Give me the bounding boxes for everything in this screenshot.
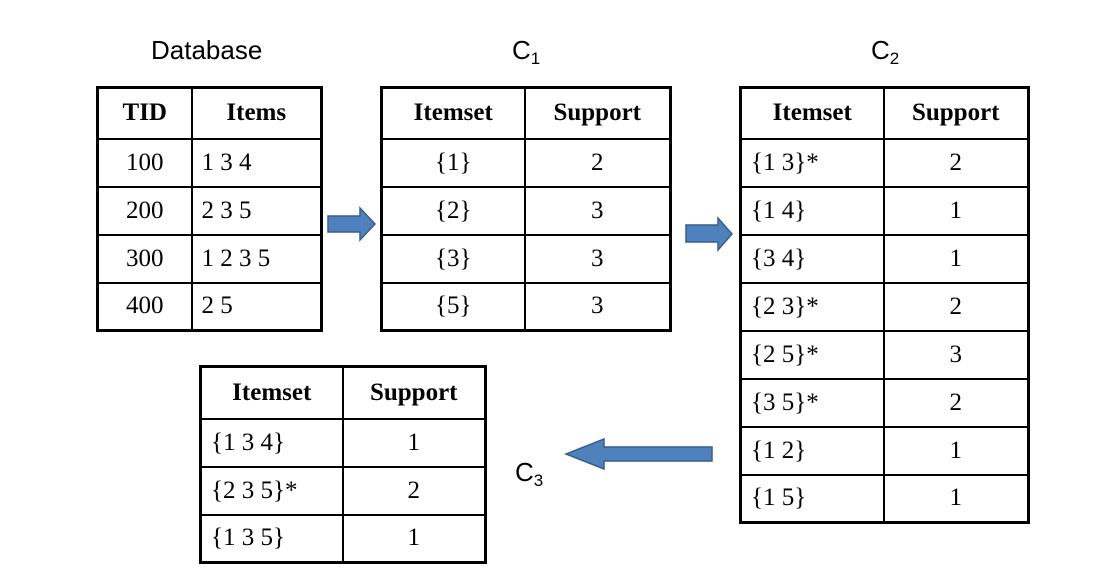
- itemset-cell: {1 2}: [739, 425, 885, 476]
- table-header-row: Itemset Support: [380, 86, 672, 140]
- items-cell: 1 3 4: [190, 137, 323, 188]
- itemset-cell: {5}: [380, 281, 526, 332]
- arrow-right-icon: [327, 206, 377, 242]
- table-row: {1 3 5} 1: [199, 513, 487, 564]
- support-cell: 3: [523, 281, 672, 332]
- table-row: {3 4} 1: [739, 233, 1030, 284]
- itemset-cell: {1 5}: [739, 473, 885, 524]
- support-cell: 3: [882, 329, 1030, 380]
- database-table: TID Items 100 1 3 4 200 2 3 5 300 1 2 3 …: [96, 86, 323, 332]
- support-cell: 2: [341, 465, 487, 516]
- column-header-items: Items: [190, 86, 323, 140]
- table-row: {1} 2: [380, 137, 672, 188]
- itemset-cell: {2 3 5}*: [199, 465, 344, 516]
- tid-cell: 400: [96, 281, 193, 332]
- table-row: {3} 3: [380, 233, 672, 284]
- column-header-support: Support: [341, 365, 487, 420]
- itemset-cell: {3 4}: [739, 233, 885, 284]
- support-cell: 2: [882, 137, 1030, 188]
- itemset-cell: {2}: [380, 185, 526, 236]
- c3-table: Itemset Support {1 3 4} 1 {2 3 5}* 2 {1 …: [199, 365, 487, 564]
- column-header-tid: TID: [96, 86, 193, 140]
- itemset-cell: {3}: [380, 233, 526, 284]
- itemset-cell: {1 3 4}: [199, 417, 344, 468]
- table-row: {1 5} 1: [739, 473, 1030, 524]
- support-cell: 1: [882, 473, 1030, 524]
- column-header-itemset: Itemset: [380, 86, 526, 140]
- table-row: {2} 3: [380, 185, 672, 236]
- table-row: {2 5}* 3: [739, 329, 1030, 380]
- c1-caption: C1: [512, 37, 540, 67]
- table-row: {2 3}* 2: [739, 281, 1030, 332]
- c3-caption-sub: 3: [533, 471, 544, 490]
- table-row: {5} 3: [380, 281, 672, 332]
- arrow-left-icon: [563, 437, 713, 471]
- column-header-support: Support: [523, 86, 672, 140]
- tid-cell: 300: [96, 233, 193, 284]
- table-row: 300 1 2 3 5: [96, 233, 323, 284]
- database-caption: Database: [151, 35, 263, 65]
- support-cell: 3: [523, 185, 672, 236]
- c1-caption-sub: 1: [530, 49, 541, 68]
- c2-caption: C2: [871, 37, 899, 67]
- tid-cell: 200: [96, 185, 193, 236]
- support-cell: 2: [523, 137, 672, 188]
- table-header-row: Itemset Support: [199, 365, 487, 420]
- support-cell: 1: [882, 425, 1030, 476]
- table-header-row: Itemset Support: [739, 86, 1030, 140]
- itemset-cell: {1}: [380, 137, 526, 188]
- c3-caption: C3: [515, 459, 543, 489]
- table-row: 400 2 5: [96, 281, 323, 332]
- c2-table: Itemset Support {1 3}* 2 {1 4} 1 {3 4} 1…: [739, 86, 1030, 524]
- itemset-cell: {3 5}*: [739, 377, 885, 428]
- c1-caption-main: C: [512, 35, 531, 65]
- itemset-cell: {1 3}*: [739, 137, 885, 188]
- c3-caption-main: C: [515, 457, 534, 487]
- column-header-support: Support: [882, 86, 1030, 140]
- items-cell: 2 3 5: [190, 185, 323, 236]
- table-row: {1 3}* 2: [739, 137, 1030, 188]
- itemset-cell: {1 3 5}: [199, 513, 344, 564]
- itemset-cell: {2 3}*: [739, 281, 885, 332]
- itemset-cell: {1 4}: [739, 185, 885, 236]
- table-row: 100 1 3 4: [96, 137, 323, 188]
- table-header-row: TID Items: [96, 86, 323, 140]
- table-row: {3 5}* 2: [739, 377, 1030, 428]
- table-row: {1 4} 1: [739, 185, 1030, 236]
- column-header-itemset: Itemset: [199, 365, 344, 420]
- support-cell: 1: [882, 185, 1030, 236]
- c1-table: Itemset Support {1} 2 {2} 3 {3} 3 {5} 3: [380, 86, 672, 332]
- items-cell: 2 5: [190, 281, 323, 332]
- table-row: {2 3 5}* 2: [199, 465, 487, 516]
- support-cell: 1: [341, 417, 487, 468]
- arrow-right-icon: [685, 216, 733, 252]
- support-cell: 2: [882, 281, 1030, 332]
- c2-caption-main: C: [871, 35, 890, 65]
- c2-caption-sub: 2: [889, 49, 900, 68]
- items-cell: 1 2 3 5: [190, 233, 323, 284]
- support-cell: 1: [341, 513, 487, 564]
- table-row: {1 2} 1: [739, 425, 1030, 476]
- tid-cell: 100: [96, 137, 193, 188]
- support-cell: 2: [882, 377, 1030, 428]
- table-row: {1 3 4} 1: [199, 417, 487, 468]
- support-cell: 1: [882, 233, 1030, 284]
- support-cell: 3: [523, 233, 672, 284]
- itemset-cell: {2 5}*: [739, 329, 885, 380]
- column-header-itemset: Itemset: [739, 86, 885, 140]
- table-row: 200 2 3 5: [96, 185, 323, 236]
